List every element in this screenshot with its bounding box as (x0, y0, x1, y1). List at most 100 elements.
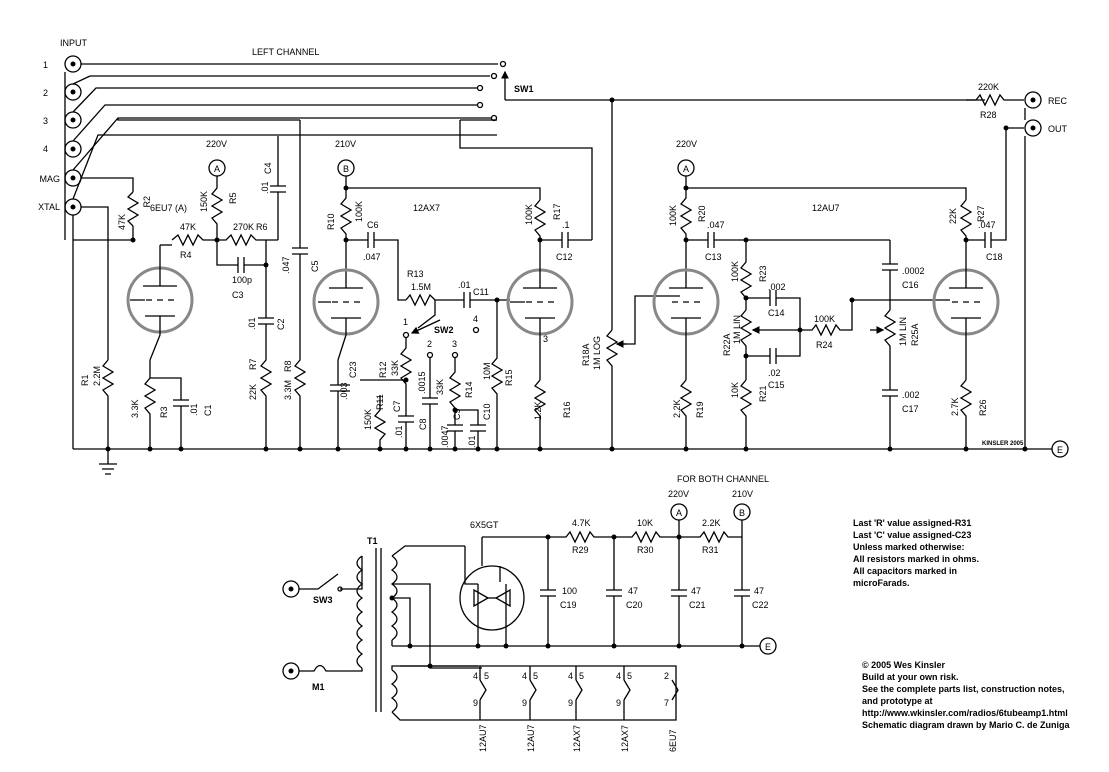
filter-capacitors: 100 C19 47 C20 47 C21 47 C22 (540, 537, 769, 646)
stage2-tube-label: 12AX7 (413, 203, 440, 213)
jack-label-4: 4 (43, 144, 48, 154)
svg-text:http://www.wkinsler.com/radios: http://www.wkinsler.com/radios/6tubeamp1… (862, 708, 1068, 718)
svg-text:Last 'C' value assigned-C23: Last 'C' value assigned-C23 (853, 530, 971, 540)
svg-text:.002: .002 (902, 390, 920, 400)
svg-text:R4: R4 (180, 250, 192, 260)
svg-text:33K: 33K (435, 379, 445, 395)
svg-text:A: A (683, 164, 689, 174)
sw1-selector[interactable]: SW1 (476, 60, 613, 122)
notes-block: Last 'R' value assigned-R31 Last 'C' val… (853, 518, 979, 588)
svg-text:5: 5 (533, 671, 538, 681)
svg-text:.1: .1 (562, 220, 570, 230)
sw2-selector[interactable]: 1 2 3 4 SW2 (402, 314, 480, 359)
svg-text:T1: T1 (367, 536, 378, 546)
svg-text:2.2M: 2.2M (92, 366, 102, 386)
input-section: INPUT 1 2 3 4 MAG XTAL (38, 38, 498, 449)
svg-text:R20: R20 (697, 205, 707, 222)
svg-text:C21: C21 (689, 600, 706, 610)
svg-text:R11: R11 (375, 394, 385, 410)
svg-text:2.7K: 2.7K (950, 397, 960, 416)
transformer-t1: T1 (356, 536, 398, 713)
svg-text:R18A: R18A (581, 343, 591, 366)
svg-text:R24: R24 (816, 340, 833, 350)
svg-text:100p: 100p (232, 275, 252, 285)
jack-label-xtal: XTAL (38, 202, 60, 212)
svg-text:47: 47 (628, 586, 638, 596)
svg-text:1.5M: 1.5M (411, 282, 431, 292)
svg-text:22K: 22K (948, 208, 958, 224)
svg-text:C3: C3 (232, 290, 244, 300)
svg-text:R21: R21 (758, 385, 768, 402)
ground-symbol (99, 449, 117, 475)
svg-text:R31: R31 (702, 545, 719, 555)
svg-text:R27: R27 (976, 205, 986, 222)
svg-text:C18: C18 (986, 252, 1003, 262)
svg-text:R16: R16 (562, 401, 572, 418)
svg-text:R7: R7 (248, 358, 258, 370)
svg-text:R22A: R22A (722, 333, 732, 356)
tube-6x5gt: 6X5GT (459, 520, 525, 631)
svg-text:10M: 10M (482, 362, 492, 380)
svg-text:4: 4 (473, 314, 478, 324)
svg-text:220K: 220K (978, 82, 999, 92)
power-title: FOR BOTH CHANNEL (677, 474, 769, 484)
svg-text:See the complete parts list, c: See the complete parts list, constructio… (862, 684, 1065, 694)
svg-text:9: 9 (522, 698, 527, 708)
out-jack: OUT (1024, 119, 1068, 137)
svg-text:100: 100 (562, 586, 577, 596)
rectifier-tube-label: 6X5GT (470, 520, 499, 530)
svg-text:.0047: .0047 (440, 425, 450, 448)
svg-text:R23: R23 (758, 265, 768, 282)
svg-text:C13: C13 (705, 252, 722, 262)
svg-text:C11: C11 (473, 287, 489, 297)
svg-text:and prototype at: and prototype at (862, 696, 933, 706)
svg-text:210V: 210V (335, 139, 356, 149)
svg-text:1.2K: 1.2K (533, 401, 543, 420)
tube-6eu7: 6EU7 (A) (126, 203, 194, 361)
svg-text:.002: .002 (768, 282, 786, 292)
svg-text:B: B (739, 508, 745, 518)
input-title: INPUT (60, 38, 88, 48)
svg-text:R12: R12 (378, 361, 388, 378)
svg-text:47: 47 (691, 586, 701, 596)
svg-text:R1: R1 (80, 374, 90, 386)
svg-text:.047: .047 (281, 256, 291, 274)
node-a-stage1: 220V A (206, 139, 227, 177)
svg-text:4: 4 (616, 671, 621, 681)
svg-text:C15: C15 (768, 380, 785, 390)
svg-text:5: 5 (627, 671, 632, 681)
jack-label-mag: MAG (39, 174, 60, 184)
svg-text:R10: R10 (326, 213, 336, 230)
svg-text:C10: C10 (482, 403, 492, 420)
svg-text:C16: C16 (902, 280, 919, 290)
svg-text:.047: .047 (363, 252, 381, 262)
svg-text:R13: R13 (407, 269, 424, 279)
rec-jack: REC (1024, 91, 1068, 109)
svg-text:100K: 100K (814, 314, 835, 324)
svg-text:.01: .01 (260, 181, 270, 194)
svg-text:C23: C23 (348, 361, 358, 378)
power-junction-dots (389, 534, 745, 669)
svg-text:C19: C19 (560, 600, 577, 610)
svg-text:.01: .01 (467, 435, 477, 448)
svg-text:R26: R26 (978, 399, 988, 416)
svg-text:4: 4 (522, 671, 527, 681)
svg-text:R25A: R25A (910, 323, 920, 346)
svg-text:Build at your own risk.: Build at your own risk. (862, 672, 959, 682)
svg-text:C1: C1 (203, 404, 213, 416)
svg-text:12AX7: 12AX7 (572, 725, 582, 752)
svg-text:47K: 47K (180, 222, 196, 232)
svg-text:REC: REC (1048, 96, 1068, 106)
svg-text:R2: R2 (142, 196, 152, 208)
svg-text:12AU7: 12AU7 (526, 724, 536, 752)
svg-text:4.7K: 4.7K (572, 518, 591, 528)
jack-label-2: 2 (43, 88, 48, 98)
svg-text:5: 5 (579, 671, 584, 681)
svg-text:.01: .01 (394, 425, 404, 438)
svg-text:R29: R29 (572, 545, 589, 555)
svg-text:B: B (343, 164, 349, 174)
sw1-label: SW1 (514, 84, 534, 94)
svg-text:E: E (765, 642, 771, 652)
svg-text:R5: R5 (228, 192, 238, 204)
tube-12ax7-a (312, 268, 380, 361)
